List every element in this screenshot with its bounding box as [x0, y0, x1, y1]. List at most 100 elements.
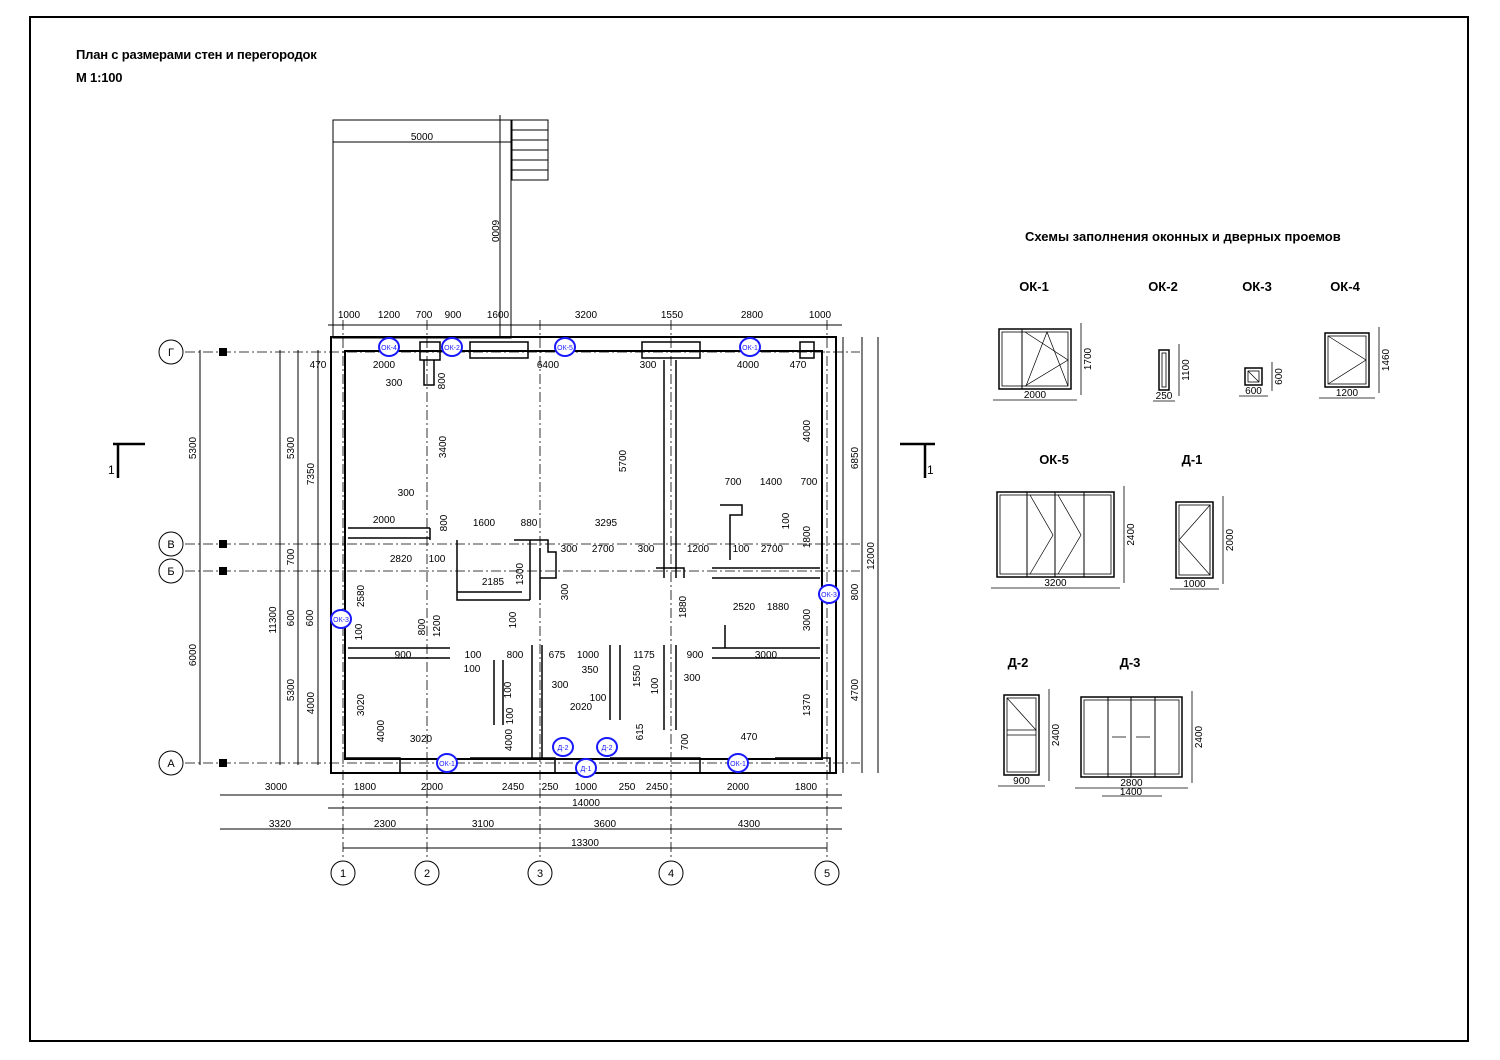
scheme-height: 600	[1274, 368, 1285, 385]
dim-bottom-row2: 4300	[738, 819, 761, 830]
partition	[663, 645, 677, 730]
opening-mark-label: ОК-3	[821, 592, 837, 599]
scheme-width: 600	[1245, 386, 1262, 397]
opening-mark-bubble	[739, 337, 761, 357]
opening-mark-label: Д-2	[602, 745, 613, 752]
scheme-title: ОК-1	[1019, 279, 1049, 294]
dim-left-mid: 600	[286, 609, 297, 626]
porch-outline	[332, 119, 512, 339]
dim-interior: 2520	[733, 602, 756, 613]
scheme-frame	[1244, 367, 1263, 386]
dim-interior: 1300	[515, 562, 526, 585]
dim-interior: 100	[465, 650, 482, 661]
dim-top: 1600	[487, 310, 510, 321]
scheme-frame-inner	[1247, 370, 1260, 383]
dim-interior: 100	[508, 611, 519, 628]
dim-interior: 600	[305, 609, 316, 626]
dim-interior: 675	[549, 650, 566, 661]
dim-bottom-row1: 2450	[502, 782, 525, 793]
scheme-height: 2400	[1194, 725, 1205, 748]
opening-mark-bubble	[575, 758, 597, 778]
opening-mark-bubble	[552, 737, 574, 757]
dim-left-outer: 6000	[188, 643, 199, 666]
opening-mark-label: ОК-1	[439, 761, 455, 768]
opening-mark-label: ОК-1	[742, 345, 758, 352]
scheme-opening-line	[1024, 331, 1069, 387]
dim-left-inner: 7350	[306, 462, 317, 485]
dim-interior: 2580	[356, 584, 367, 607]
axis-bubble-number	[414, 860, 440, 886]
opening-mark-bubble	[818, 584, 840, 604]
dim-interior: 2700	[761, 544, 784, 555]
dim-interior: 3020	[410, 734, 433, 745]
dim-interior: 100	[733, 544, 750, 555]
dim-interior: 470	[741, 732, 758, 743]
scheme-height: 2400	[1051, 723, 1062, 746]
inner-wall-outline	[344, 350, 823, 760]
sheet-frame	[29, 16, 1469, 1042]
dim-bottom-row1: 1800	[795, 782, 818, 793]
column	[419, 341, 441, 386]
opening-mark-label: ОК-4	[381, 345, 397, 352]
dim-bottom-row2: 3320	[269, 819, 292, 830]
dim-right-outer: 800	[850, 583, 861, 600]
dim-interior: 300	[638, 544, 655, 555]
dim-left-mid: 5300	[286, 678, 297, 701]
dim-interior: 300	[684, 673, 701, 684]
dim-interior: 800	[437, 372, 448, 389]
dim-porch-width: 5000	[411, 132, 434, 143]
dim-interior: 300	[640, 360, 657, 371]
dim-porch-depth: 6000	[489, 220, 500, 243]
schemes-title: Схемы заполнения оконных и дверных проем…	[1025, 229, 1341, 244]
scheme-width: 3200	[1044, 578, 1067, 589]
axis-bubble-number	[814, 860, 840, 886]
axis-bubble-letter	[158, 750, 184, 776]
scheme-inner-width: 1400	[1120, 787, 1143, 798]
dim-bottom-row2: 3600	[594, 819, 617, 830]
sheet-scale: М 1:100	[76, 70, 123, 85]
axis-label-letter: В	[167, 539, 174, 551]
scheme-frame	[1324, 332, 1370, 388]
dim-interior: 300	[560, 583, 571, 600]
dim-top: 700	[416, 310, 433, 321]
dim-left-total: 11300	[268, 606, 279, 634]
axis-node	[219, 540, 227, 548]
dim-bottom-total: 13300	[571, 838, 599, 849]
scheme-frame	[1158, 349, 1170, 391]
opening-mark-bubble	[727, 753, 749, 773]
dim-interior: 1880	[767, 602, 790, 613]
opening-mark-label: ОК-1	[730, 761, 746, 768]
dim-right-outer: 4700	[850, 678, 861, 701]
dim-interior: 1200	[687, 544, 710, 555]
dim-interior: 1600	[473, 518, 496, 529]
partition	[609, 645, 621, 720]
partition	[456, 540, 530, 601]
dim-interior: 300	[552, 680, 569, 691]
dim-interior: 100	[505, 707, 516, 724]
opening-mark-label: ОК-5	[557, 345, 573, 352]
dim-interior: 300	[386, 378, 403, 389]
dim-top: 900	[445, 310, 462, 321]
partition	[712, 625, 820, 659]
scheme-opening-line	[1178, 504, 1211, 576]
axis-bubble-letter	[158, 531, 184, 557]
dim-top: 1000	[809, 310, 832, 321]
scheme-frame-inner	[1161, 352, 1167, 388]
dim-interior: 615	[635, 723, 646, 740]
scheme-opening-line	[1327, 335, 1367, 385]
scheme-title: ОК-5	[1039, 452, 1069, 467]
axis-node	[219, 567, 227, 575]
dim-interior: 880	[521, 518, 538, 529]
axis-node	[219, 348, 227, 356]
partition	[348, 647, 450, 659]
axis-label-letter: А	[167, 758, 175, 770]
dim-interior: 4000	[802, 419, 813, 442]
axis-label-number: 2	[424, 868, 430, 880]
dim-interior: 300	[561, 544, 578, 555]
south-wall-piers	[346, 757, 831, 772]
dim-interior: 800	[439, 514, 450, 531]
dim-interior: 800	[507, 650, 524, 661]
dim-top: 2800	[741, 310, 764, 321]
